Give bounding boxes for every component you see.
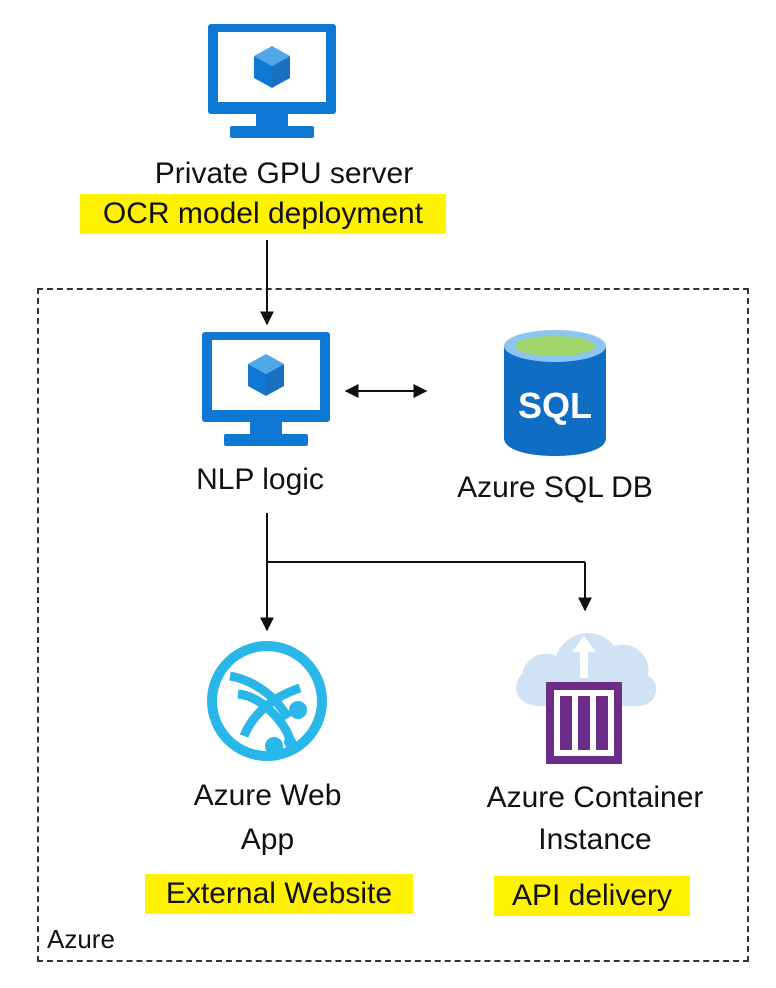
nlp-logic-label: NLP logic <box>196 463 324 496</box>
azure-sql-db-label: Azure SQL DB <box>457 471 653 504</box>
sql-icon-text: SQL <box>518 385 592 426</box>
web-app-label-line2: App <box>240 823 295 856</box>
web-globe-icon <box>207 641 327 761</box>
web-app-note: External Website <box>145 874 413 914</box>
azure-boundary <box>37 288 749 962</box>
aci-label-line1: Azure Container <box>486 781 704 814</box>
gpu-server-label: Private GPU server <box>154 157 414 190</box>
aci-note: API delivery <box>494 876 690 916</box>
monitor-cube-icon <box>202 332 330 446</box>
sql-database-icon: SQL <box>504 330 606 456</box>
container-instance-icon <box>516 633 657 764</box>
aci-label-line2: Instance <box>538 823 652 856</box>
web-app-label-line1: Azure Web <box>193 779 342 812</box>
gpu-server-note: OCR model deployment <box>80 194 446 234</box>
monitor-cube-icon <box>208 24 336 138</box>
azure-group-label: Azure <box>47 924 115 954</box>
